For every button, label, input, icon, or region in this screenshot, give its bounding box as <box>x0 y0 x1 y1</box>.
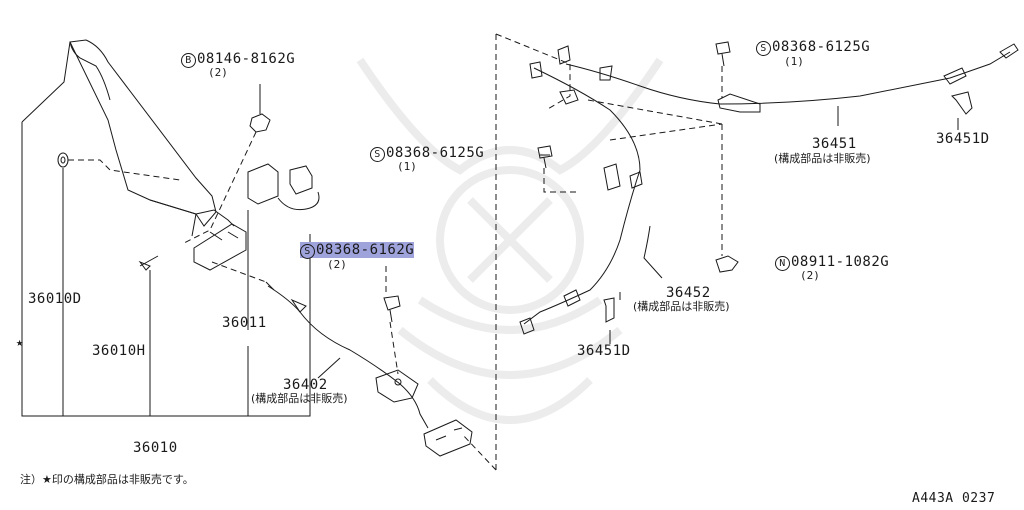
circle-s-marker: S <box>756 41 771 56</box>
part-36010D: 36010D <box>28 291 82 307</box>
part-number: 08368-6125G <box>772 39 871 55</box>
cable-36402 <box>267 285 429 429</box>
footnote: 注）★印の構成部品は非販売です。 <box>20 473 194 486</box>
equalizer <box>375 369 419 403</box>
part-36451: 36451 <box>812 136 857 152</box>
part-36010H: 36010H <box>92 343 146 359</box>
part-36452: 36452 <box>666 285 711 301</box>
clip-36451D-right <box>951 91 973 115</box>
callout-s-bolt-left-qty: (1) <box>397 160 417 173</box>
part-number: 08368-6125G <box>386 145 485 161</box>
callout-b-qty: (2) <box>208 66 228 79</box>
grommet-36010D <box>57 152 69 168</box>
screw-36010H <box>138 255 159 271</box>
part-36451D-right: 36451D <box>936 131 990 147</box>
callout-s-bolt-center-qty: (2) <box>327 258 347 271</box>
cable-36452 <box>523 67 641 325</box>
circle-s-marker: S <box>370 147 385 162</box>
circle-s-marker: S <box>300 244 315 259</box>
brake-switch <box>247 163 279 205</box>
circle-n-marker: N <box>775 256 790 271</box>
part-36402: 36402 <box>283 377 328 393</box>
part-36010: 36010 <box>133 440 178 456</box>
part-36011: 36011 <box>222 315 267 331</box>
star-marker: ★ <box>16 335 24 349</box>
diagram-code: A443A 0237 <box>912 491 996 506</box>
clip-36451D-bottom <box>603 297 615 323</box>
part-number: 08146-8162G <box>197 51 296 67</box>
cable-connector <box>423 419 473 457</box>
dashed-guides <box>68 33 723 471</box>
part-36451D-bottom: 36451D <box>577 343 631 359</box>
part-36451-note: (構成部品は非販売) <box>774 152 871 165</box>
circle-b-marker: B <box>181 53 196 68</box>
part-number: 08368-6162G <box>316 242 415 258</box>
leader-lines <box>21 41 959 417</box>
watermark-crest <box>356 57 664 424</box>
bolt-B <box>249 113 271 133</box>
nut-N <box>715 255 739 273</box>
lever-base-bracket <box>193 223 247 271</box>
cable-36451 <box>565 51 1011 105</box>
part-36402-note: (構成部品は非販売) <box>251 392 348 405</box>
callout-n-nut-qty: (2) <box>800 269 820 282</box>
part-number: 08911-1082G <box>791 254 890 270</box>
bolt-right <box>715 41 731 67</box>
bolt-left-cable <box>537 145 553 169</box>
bolt-center <box>383 295 401 323</box>
handle-lever <box>69 39 217 227</box>
part-36452-note: (構成部品は非販売) <box>633 300 730 313</box>
callout-s-bolt-right-qty: (1) <box>784 55 804 68</box>
